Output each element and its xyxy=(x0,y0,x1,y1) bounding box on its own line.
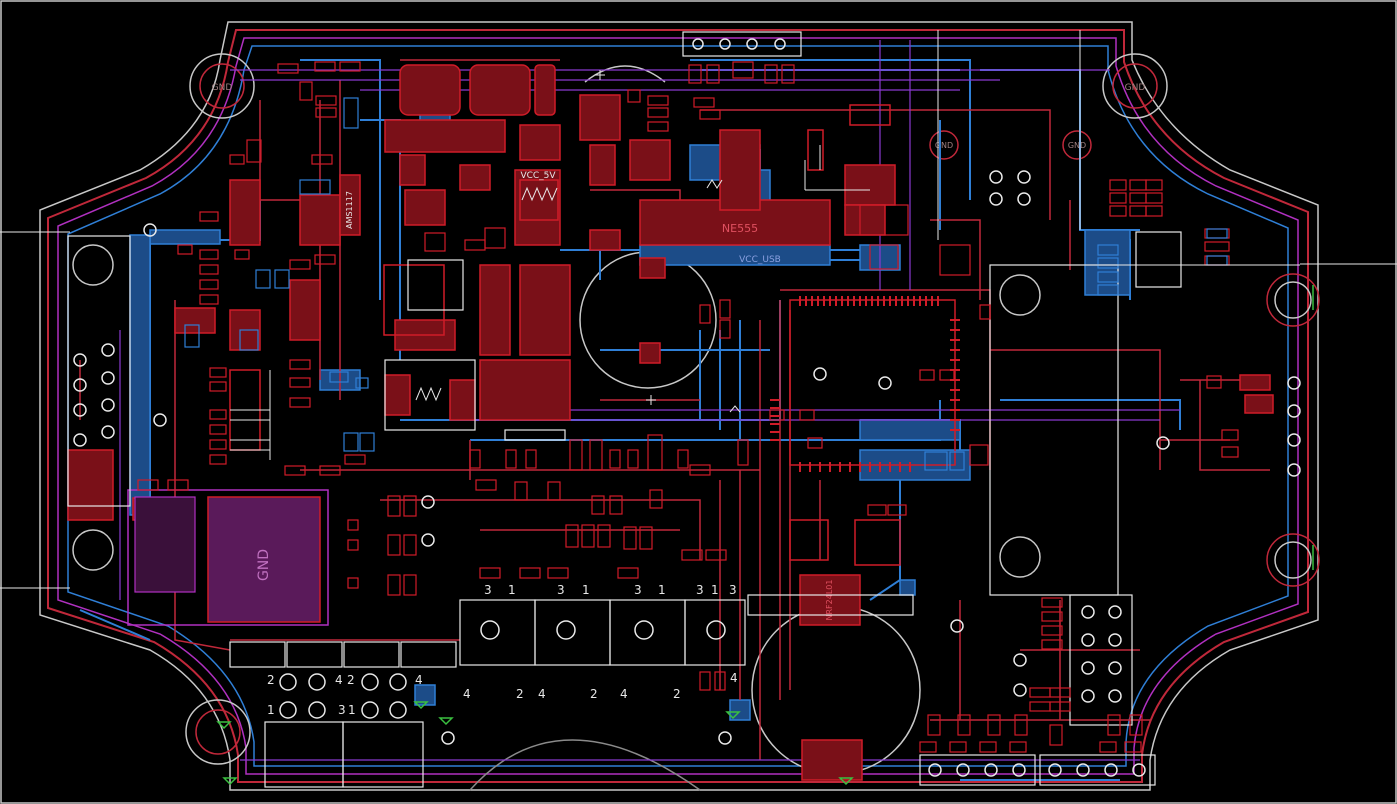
svg-text:3: 3 xyxy=(729,583,737,597)
svg-text:3: 3 xyxy=(338,703,346,717)
svg-text:2: 2 xyxy=(590,687,598,701)
svg-text:3: 3 xyxy=(634,583,642,597)
round-pads xyxy=(73,38,1301,777)
smd-components xyxy=(137,61,1239,753)
svg-text:4: 4 xyxy=(415,673,423,687)
svg-text:4: 4 xyxy=(730,671,738,685)
svg-text:1: 1 xyxy=(348,703,356,717)
top-layer-traces xyxy=(79,59,1270,760)
svg-text:1: 1 xyxy=(508,583,516,597)
gnd-label-top-right: GND xyxy=(1125,83,1146,93)
nrf-chip-label: NRF24L01 xyxy=(825,580,834,621)
mcu-pins xyxy=(770,296,960,472)
vcc-usb-label: VCC_USB xyxy=(739,255,781,265)
board-outline xyxy=(0,21,1397,791)
silkscreen-frames xyxy=(67,31,1182,788)
gnd-plane-pad xyxy=(127,489,329,626)
gnd-pad-label: GND xyxy=(256,549,272,581)
top-layer-components xyxy=(67,64,1274,781)
svg-text:2: 2 xyxy=(267,673,275,687)
svg-text:1: 1 xyxy=(267,703,275,717)
net-outline-traces xyxy=(119,40,1180,761)
svg-text:4: 4 xyxy=(620,687,628,701)
svg-text:1: 1 xyxy=(711,583,719,597)
svg-text:4: 4 xyxy=(463,687,471,701)
silkscreen-lines xyxy=(230,30,1300,596)
svg-text:4: 4 xyxy=(335,673,343,687)
svg-text:2: 2 xyxy=(516,687,524,701)
inductor-coils xyxy=(415,179,741,413)
svg-text:4: 4 xyxy=(538,687,546,701)
gnd-label-top-left: GND xyxy=(212,83,233,93)
pin-number-labels: 3 1 3 1 3 1 3 1 3 4 2 4 2 4 2 4 2 4 2 4 … xyxy=(267,583,738,717)
svg-text:1: 1 xyxy=(658,583,666,597)
svg-text:1: 1 xyxy=(582,583,590,597)
svg-text:3: 3 xyxy=(484,583,492,597)
gnd-label-mid-1: GND xyxy=(935,141,953,150)
gnd-label-mid-2: GND xyxy=(1068,141,1086,150)
svg-text:3: 3 xyxy=(696,583,704,597)
svg-text:2: 2 xyxy=(347,673,355,687)
ams1117-label: AMS1117 xyxy=(345,191,354,229)
polarity-markers xyxy=(216,285,1314,786)
ne555-label: NE555 xyxy=(722,222,758,235)
vcc-5v-label: VCC_5V xyxy=(520,171,556,181)
svg-text:3: 3 xyxy=(557,583,565,597)
blue-smd-components xyxy=(184,97,1228,471)
svg-text:2: 2 xyxy=(673,687,681,701)
